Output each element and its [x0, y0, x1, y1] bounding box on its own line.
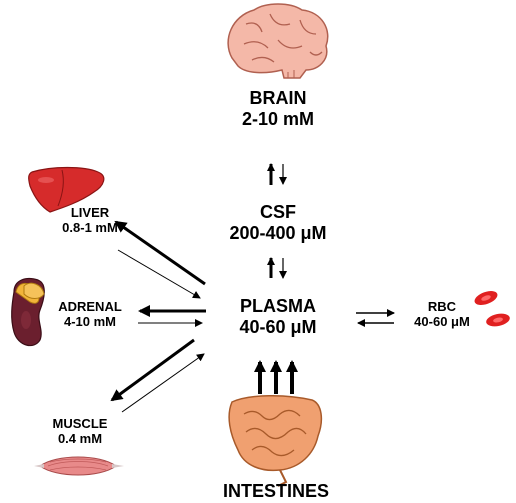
plasma-muscle-arrows — [110, 338, 205, 413]
red-blood-cells-icon — [474, 291, 510, 327]
plasma-adrenal-arrows — [138, 305, 206, 327]
csf-name: CSF — [260, 202, 296, 222]
intestines-plasma-arrows — [254, 360, 298, 394]
csf-concentration: 200-400 μM — [229, 222, 327, 243]
muscle-concentration: 0.4 mM — [57, 430, 103, 446]
rbc-name: RBC — [427, 299, 457, 314]
liver-icon — [28, 166, 105, 213]
brain-icon — [227, 3, 329, 79]
rbc-concentration: 40-60 μM — [414, 313, 470, 329]
adrenal-concentration: 4-10 mM — [63, 313, 117, 329]
intestines-icon — [228, 395, 323, 487]
brain-concentration: 2-10 mM — [241, 108, 315, 129]
csf-plasma-exchange-arrows — [267, 257, 287, 279]
adrenal-kidney-icon — [11, 277, 45, 347]
liver-concentration: 0.8-1 mM — [62, 219, 118, 235]
plasma-rbc-arrows — [356, 309, 395, 327]
rbc-label: RBC 40-60 μM — [396, 299, 488, 330]
plasma-label: PLASMA 40-60 μM — [208, 296, 348, 337]
brain-csf-exchange-arrows — [267, 163, 287, 185]
intestines-name: INTESTINES — [222, 481, 329, 501]
brain-name: BRAIN — [249, 88, 307, 108]
liver-label: LIVER 0.8-1 mM — [40, 205, 140, 236]
muscle-name: MUSCLE — [52, 416, 108, 431]
intestines-label: INTESTINES — [196, 481, 356, 502]
plasma-liver-arrows — [114, 220, 206, 299]
muscle-icon — [34, 456, 124, 476]
plasma-concentration: 40-60 μM — [239, 316, 317, 337]
adrenal-name: ADRENAL — [58, 299, 122, 314]
brain-label: BRAIN 2-10 mM — [218, 88, 338, 129]
adrenal-label: ADRENAL 4-10 mM — [42, 299, 138, 330]
plasma-name: PLASMA — [240, 296, 316, 316]
muscle-label: MUSCLE 0.4 mM — [40, 416, 120, 447]
liver-name: LIVER — [70, 205, 110, 220]
csf-label: CSF 200-400 μM — [208, 202, 348, 243]
